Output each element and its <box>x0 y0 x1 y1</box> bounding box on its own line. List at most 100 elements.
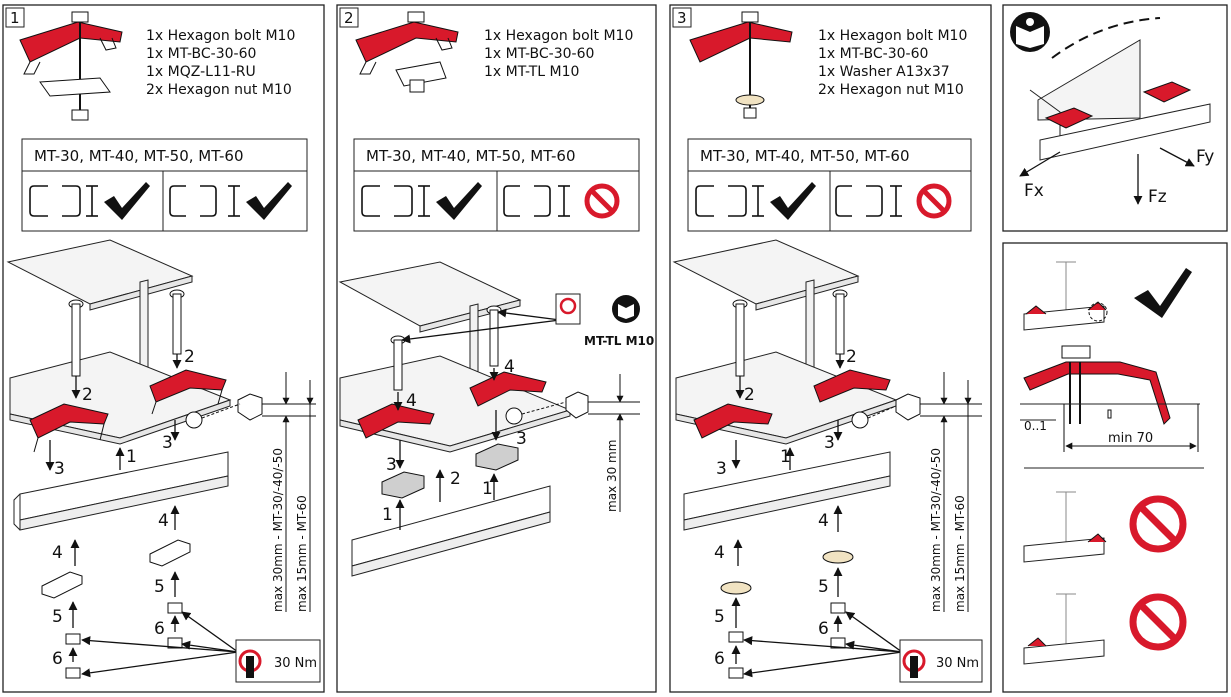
step-label: 1 <box>482 479 493 499</box>
gap-label: 0..1 <box>1024 419 1047 433</box>
step-label: 1 <box>382 505 393 525</box>
step-label: 5 <box>714 607 725 627</box>
beam-clamp <box>693 369 891 439</box>
load-direction-panel: Fx Fy Fz <box>1002 4 1228 232</box>
step-arrows <box>731 354 903 678</box>
part-line-3: 1x MT-TL M10 <box>484 64 579 80</box>
min-distance-label: min 70 <box>1108 431 1153 446</box>
clamp-thumbnail <box>689 11 793 119</box>
channel-profile-icon <box>361 185 430 217</box>
flange-detail <box>505 374 640 512</box>
step-label: 2 <box>184 347 195 367</box>
flange-detail <box>185 372 316 612</box>
prohibited-icon <box>1129 495 1187 553</box>
rule-prohibited <box>1023 491 1187 563</box>
torque-wrench-icon <box>559 297 577 315</box>
rule-prohibited <box>1023 593 1187 665</box>
check-icon <box>436 182 482 220</box>
step-label: 4 <box>158 511 169 531</box>
step-label: 3 <box>54 459 65 479</box>
step-label: 1 <box>780 447 791 467</box>
panel-number: 1 <box>10 9 20 27</box>
panel-3: 3 1x Hexagon bolt M10 1x MT-BC-30-60 1x … <box>669 4 992 693</box>
washer <box>735 94 765 106</box>
step-label: 6 <box>154 619 165 639</box>
step-label: 3 <box>516 429 527 449</box>
compatibility-table: MT-30, MT-40, MT-50, MT-60 <box>353 138 640 232</box>
step-label: 4 <box>504 357 515 377</box>
dimension-label: max 30mm - MT-30/-40/-50 <box>929 448 943 612</box>
step-label: 2 <box>846 347 857 367</box>
step-label: 6 <box>52 649 63 669</box>
strut-channel <box>13 451 229 531</box>
torque-value: 30 Nm <box>936 656 979 671</box>
beam-clamp <box>29 369 227 453</box>
part-line-2: 1x MT-BC-30-60 <box>146 46 256 62</box>
clamp-thumbnail <box>355 11 459 93</box>
channel-profile-icon <box>835 185 902 217</box>
channel-list: MT-30, MT-40, MT-50, MT-60 <box>366 147 576 165</box>
clamp-thumbnail <box>19 11 123 121</box>
force-arrows <box>1019 147 1195 205</box>
step-label: 4 <box>714 543 725 563</box>
channel-profile-icon <box>29 185 98 217</box>
tool-callout: MT-TL M10 <box>555 293 654 348</box>
part-line-1: 1x Hexagon bolt M10 <box>146 28 295 44</box>
dimension-label: max 30mm - MT-30/-40/-50 <box>271 448 285 612</box>
part-line-2: 1x MT-BC-30-60 <box>818 46 928 62</box>
torque-box: 30 Nm <box>235 639 321 683</box>
step-label: 2 <box>82 385 93 405</box>
part-line-3: 1x Washer A13x37 <box>818 64 950 80</box>
channel-nut-clip <box>381 443 519 499</box>
step-label: 3 <box>716 459 727 479</box>
step-label: 4 <box>52 543 63 563</box>
prohibited-icon <box>1129 593 1187 651</box>
compatibility-table: MT-30, MT-40, MT-50, MT-60 <box>687 138 972 232</box>
prohibited-icon <box>916 183 952 219</box>
step-label: 2 <box>450 469 461 489</box>
step-arrows <box>393 308 561 530</box>
dimension-label: max 15mm - MT-60 <box>295 495 309 612</box>
channel-nut-plate <box>41 539 191 599</box>
step-label: 1 <box>126 447 137 467</box>
force-fy: Fy <box>1196 147 1214 167</box>
channel-profile-icon <box>695 185 764 217</box>
step-label: 6 <box>818 619 829 639</box>
panel-1: 1 1x Hexagon bolt M10 1x MT-BC-30-60 1x … <box>2 4 325 693</box>
torque-box: 30 Nm <box>899 639 983 683</box>
part-line-1: 1x Hexagon bolt M10 <box>484 28 633 44</box>
strut-channel <box>351 485 551 577</box>
force-fx: Fx <box>1024 181 1044 201</box>
part-line-2: 1x MT-BC-30-60 <box>484 46 594 62</box>
step-arrows <box>45 354 239 678</box>
part-line-3: 1x MQZ-L11-RU <box>146 64 256 80</box>
step-number-box <box>5 7 25 28</box>
torque-value: 30 Nm <box>274 656 317 671</box>
washer <box>720 550 854 595</box>
part-line-4: 2x Hexagon nut M10 <box>818 82 964 98</box>
channel-list: MT-30, MT-40, MT-50, MT-60 <box>700 147 910 165</box>
step-number-box <box>672 7 692 28</box>
prohibited-icon <box>584 183 620 219</box>
step-label: 5 <box>154 577 165 597</box>
channel-profile-icon <box>169 185 240 217</box>
rule-correct <box>1023 261 1192 331</box>
step-number-box <box>339 7 359 28</box>
step-label: 5 <box>818 577 829 597</box>
compatibility-table: MT-30, MT-40, MT-50, MT-60 <box>21 138 308 232</box>
channel-profile-icon <box>503 185 570 217</box>
step-label: 3 <box>824 433 835 453</box>
step-label: 4 <box>818 511 829 531</box>
step-label: 2 <box>744 385 755 405</box>
tool-label: MT-TL M10 <box>584 334 654 348</box>
check-icon <box>770 182 816 220</box>
channel-list: MT-30, MT-40, MT-50, MT-60 <box>34 147 244 165</box>
step-label: 4 <box>406 391 417 411</box>
dimension-label: max 30 mm <box>605 440 619 512</box>
step-label: 5 <box>52 607 63 627</box>
hexagon-nut <box>728 602 846 679</box>
panel-number: 2 <box>344 9 354 27</box>
part-line-1: 1x Hexagon bolt M10 <box>818 28 967 44</box>
force-fz: Fz <box>1148 187 1167 207</box>
